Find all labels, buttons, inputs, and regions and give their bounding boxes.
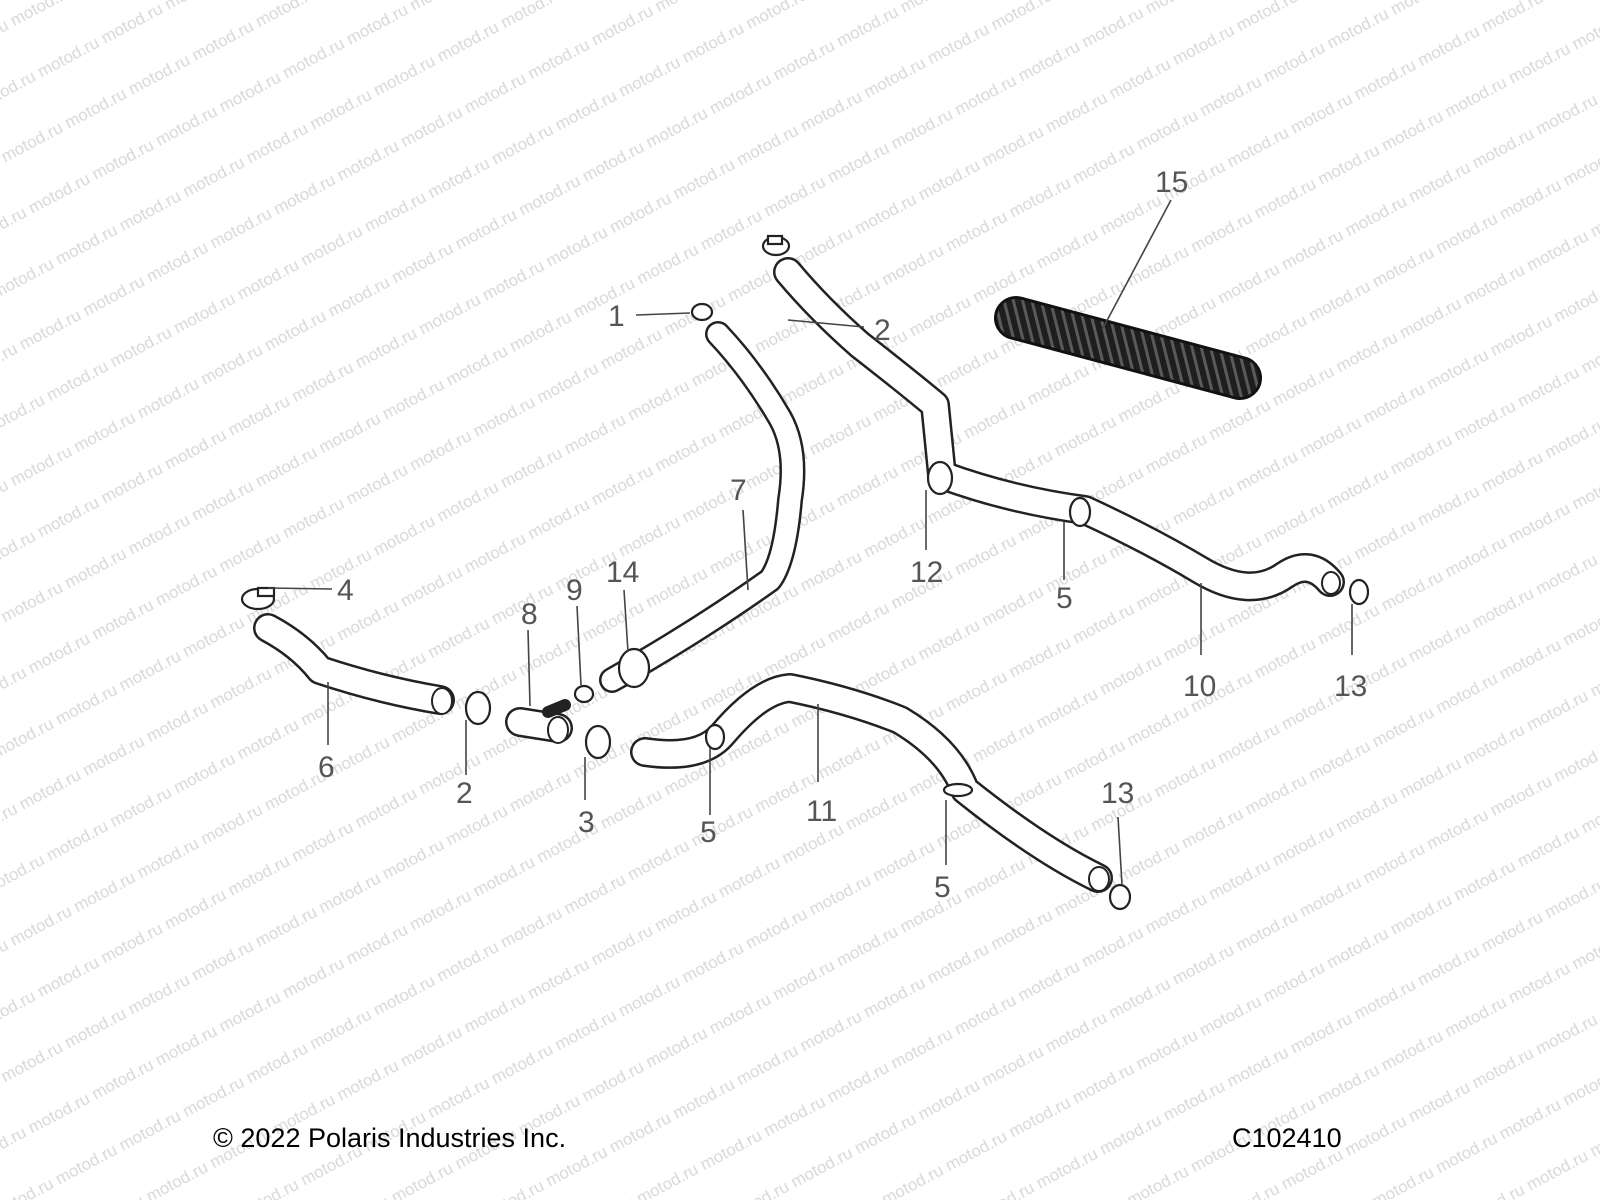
clamp-3	[584, 724, 612, 760]
drawing-number: C102410	[1232, 1123, 1342, 1153]
clamp-12	[926, 460, 954, 496]
callout-2: 2	[874, 314, 891, 347]
callout-4: 4	[337, 574, 354, 607]
callout-13: 13	[1101, 777, 1134, 810]
clamp-2-bottom	[464, 690, 492, 726]
callout-9: 9	[566, 574, 583, 607]
clamp-13-lower	[1108, 883, 1132, 911]
callout-5: 5	[934, 871, 951, 904]
callout-5: 5	[700, 816, 717, 849]
clamp-5-upper	[1068, 496, 1092, 528]
clamp-5-lower	[942, 782, 974, 798]
clamp-14	[617, 647, 651, 689]
clamp-5-left	[704, 723, 726, 751]
callout-13: 13	[1334, 670, 1367, 703]
callout-7: 7	[730, 474, 747, 507]
copyright-notice: © 2022 Polaris Industries Inc.	[213, 1123, 567, 1153]
callout-2: 2	[456, 777, 473, 810]
clamp-2-top	[761, 234, 791, 257]
callout-12: 12	[910, 556, 943, 589]
clamp-1	[690, 302, 714, 322]
callout-15: 15	[1155, 166, 1188, 199]
leader-lines	[267, 199, 1353, 886]
corrugated-sleeve	[994, 296, 1262, 400]
callout-5: 5	[1056, 582, 1073, 615]
callout-10: 10	[1183, 670, 1216, 703]
callout-11: 11	[806, 795, 837, 828]
callout-3: 3	[578, 806, 595, 839]
callout-14: 14	[606, 556, 639, 589]
clamp-13-upper	[1348, 578, 1370, 606]
callout-8: 8	[521, 598, 538, 631]
clamp-9	[573, 684, 595, 704]
hose-6	[253, 613, 455, 715]
callout-6: 6	[318, 751, 335, 784]
hose-7	[599, 321, 806, 693]
callout-1: 1	[608, 300, 625, 333]
hose-10	[773, 257, 1345, 602]
clamp-4	[240, 586, 276, 611]
connector-8	[505, 699, 573, 744]
